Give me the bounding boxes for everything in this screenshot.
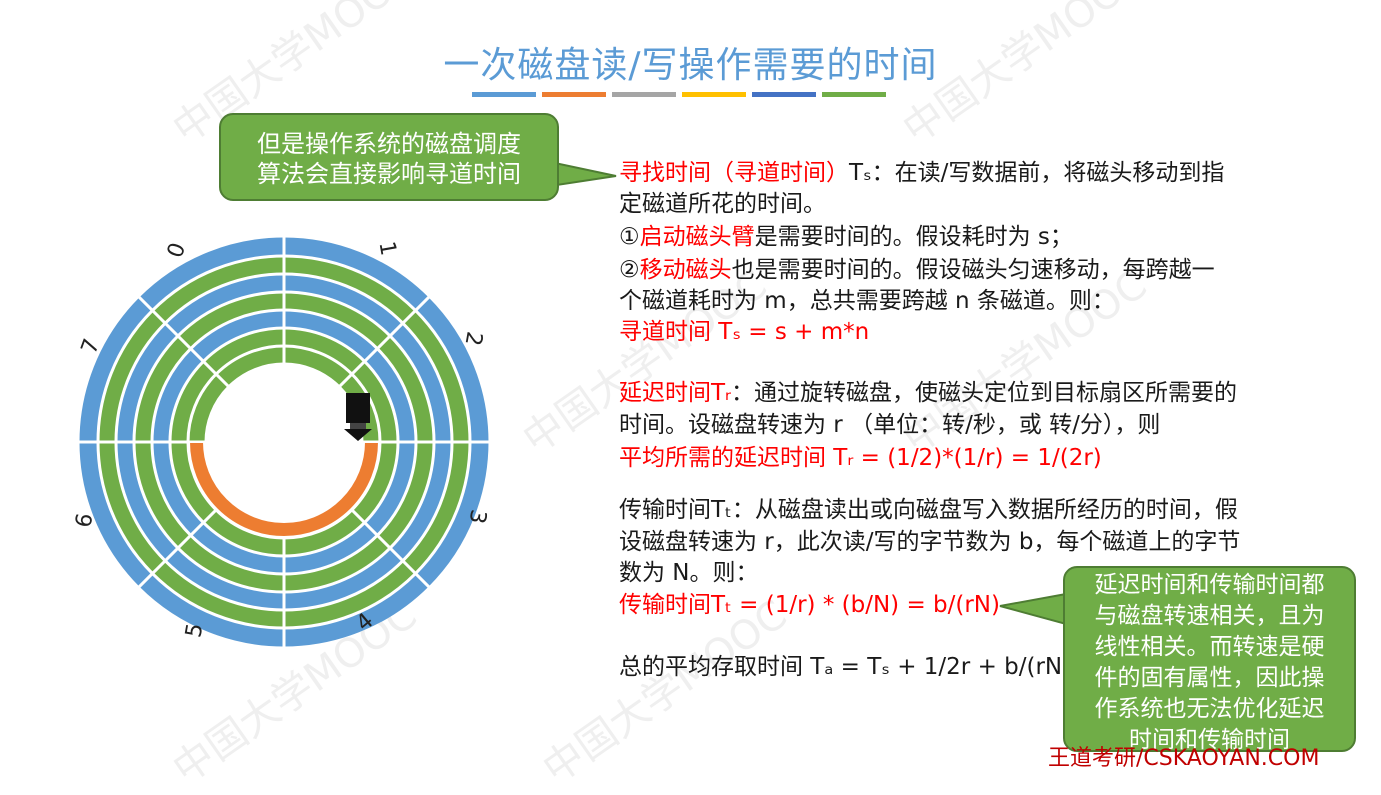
brand-footer: 王道考研/CSKAOYAN.COM bbox=[1048, 746, 1320, 771]
seek-formula: 寻道时间 Tₛ = s + m*n bbox=[619, 319, 870, 345]
callout-scheduling: 但是操作系统的磁盘调度 算法会直接影响寻道时间 bbox=[219, 113, 559, 201]
transfer-line-3: 数为 N。则： bbox=[619, 560, 759, 586]
callout-line: 作系统也无法优化延迟 bbox=[1094, 696, 1325, 722]
callout-line: 算法会直接影响寻道时间 bbox=[257, 160, 521, 188]
step-marker: ② bbox=[619, 257, 640, 283]
disk-head-arrow bbox=[344, 429, 372, 441]
underline-segment bbox=[682, 92, 746, 97]
total-formula: 总的平均存取时间 Tₐ = Tₛ + 1/2r + b/(rN) bbox=[619, 654, 1072, 680]
seek-line-2: 定磁道所花的时间。 bbox=[619, 191, 826, 217]
latency-def: ：通过旋转磁盘，使磁头定位到目标扇区所需要的 bbox=[731, 380, 1238, 406]
sector-divider bbox=[135, 496, 230, 591]
latency-line-2: 时间。设磁盘转速为 r （单位：转/秒，或 转/分），则 bbox=[619, 412, 1161, 438]
callout-rotation: 延迟时间和传输时间都 与磁盘转速相关，且为 线性相关。而转速是硬 件的固有属性，… bbox=[1063, 566, 1356, 753]
disk-head bbox=[344, 393, 372, 441]
underline-segment bbox=[542, 92, 606, 97]
disk-hole bbox=[206, 364, 362, 520]
title-underline bbox=[472, 92, 886, 97]
underline-segment bbox=[612, 92, 676, 97]
sector-divider bbox=[338, 496, 433, 591]
step-text: 也是需要时间的。假设磁头匀速移动，每跨越一 bbox=[731, 257, 1215, 283]
callout-line: 延迟时间和传输时间都 bbox=[1094, 572, 1325, 598]
callout-line: 与磁盘转速相关，且为 bbox=[1094, 603, 1325, 629]
step-term: 移动磁头 bbox=[639, 257, 732, 283]
callout-line: 件的固有属性，因此操 bbox=[1094, 665, 1325, 691]
transfer-formula: 传输时间Tₜ = (1/r) * (b/N) = b/(rN) bbox=[619, 592, 1000, 618]
disk-head-body bbox=[346, 393, 370, 423]
transfer-line-2: 设磁盘转速为 r，此次读/写的字节数为 b，每个磁道上的字节 bbox=[619, 529, 1241, 555]
sector-divider bbox=[135, 293, 230, 388]
step-text: 是需要时间的。假设耗时为 s； bbox=[754, 224, 1073, 250]
underline-segment bbox=[822, 92, 886, 97]
disk-head-neck bbox=[350, 423, 366, 429]
underline-segment bbox=[472, 92, 536, 97]
sector-divider bbox=[338, 293, 433, 388]
step-term: 启动磁头臂 bbox=[639, 224, 755, 250]
callout-tail bbox=[999, 592, 1067, 626]
sector-dividers bbox=[76, 234, 492, 650]
seek-def: Tₛ：在读/写数据前，将磁头移动到指 bbox=[849, 160, 1225, 186]
latency-formula: 平均所需的延迟时间 Tᵣ = (1/2)*(1/r) = 1/(2r) bbox=[619, 445, 1102, 471]
callout-line: 线性相关。而转速是硬 bbox=[1094, 634, 1325, 660]
seek-line-3: ①启动磁头臂是需要时间的。假设耗时为 s； bbox=[619, 222, 1073, 253]
callout-tail bbox=[550, 160, 617, 188]
latency-line-1: 延迟时间Tᵣ：通过旋转磁盘，使磁头定位到目标扇区所需要的 bbox=[619, 378, 1237, 409]
transfer-line-1: 传输时间Tₜ：从磁盘读出或向磁盘写入数据所经历的时间，假 bbox=[619, 497, 1238, 523]
seek-line-1: 寻找时间（寻道时间）Tₛ：在读/写数据前，将磁头移动到指 bbox=[619, 158, 1224, 189]
step-marker: ① bbox=[619, 224, 640, 250]
target-sector-arc bbox=[187, 441, 381, 538]
slide-title: 一次磁盘读/写操作需要的时间 bbox=[443, 45, 938, 86]
seek-line-4: ②移动磁头也是需要时间的。假设磁头匀速移动，每跨越一 bbox=[619, 255, 1215, 286]
callout-line: 时间和传输时间 bbox=[1129, 727, 1290, 753]
seek-line-5: 个磁道耗时为 m，总共需要跨越 n 条磁道。则： bbox=[619, 288, 1115, 314]
callout-line: 但是操作系统的磁盘调度 bbox=[257, 130, 521, 158]
latency-term: 延迟时间Tᵣ bbox=[619, 380, 732, 406]
disk-diagram bbox=[76, 234, 492, 650]
seek-term: 寻找时间（寻道时间） bbox=[619, 160, 849, 186]
underline-segment bbox=[752, 92, 816, 97]
